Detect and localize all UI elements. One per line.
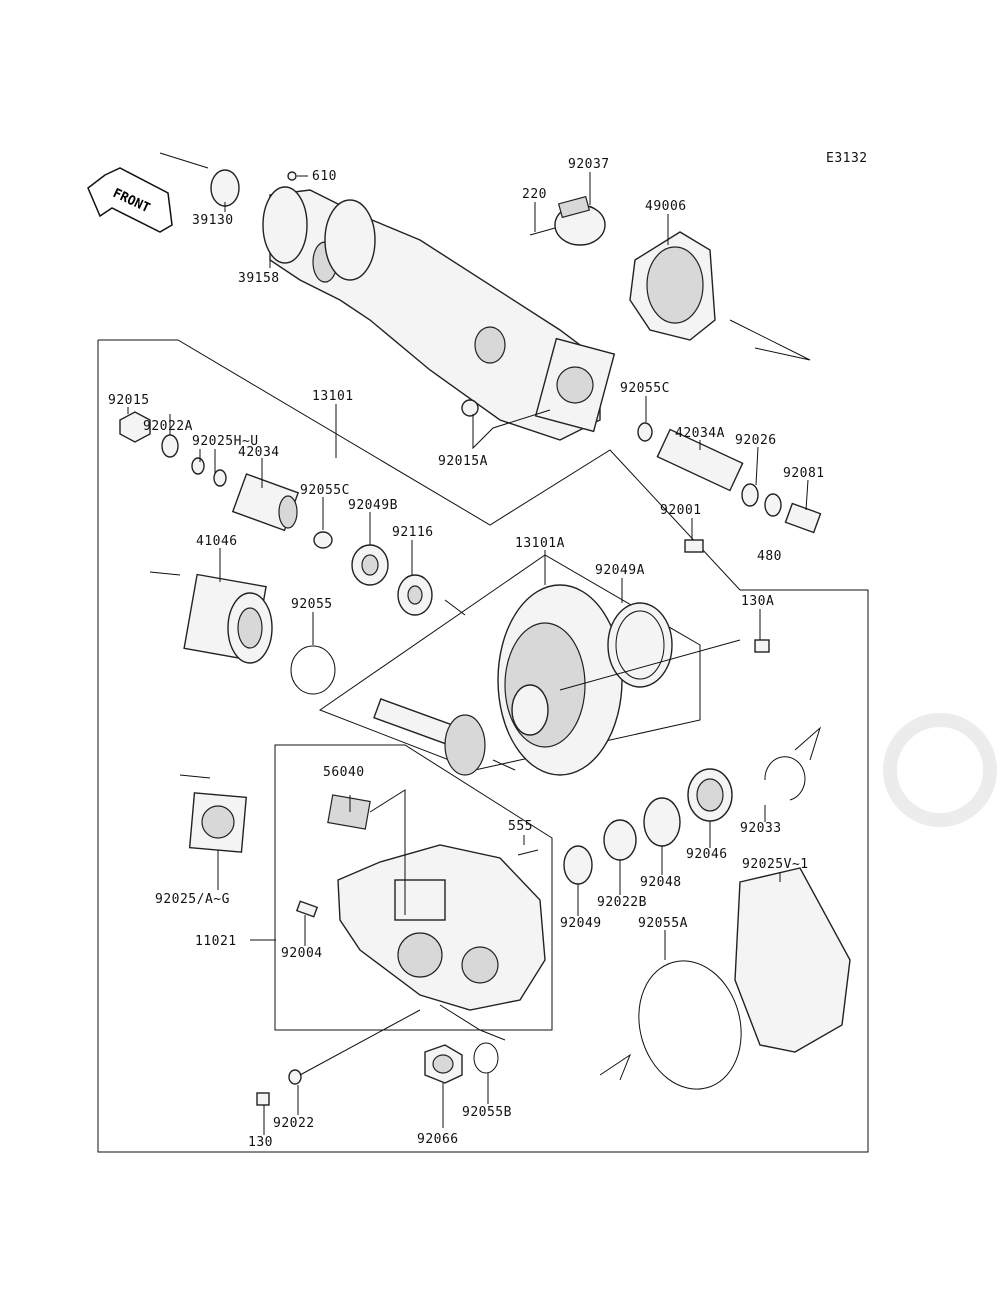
label-39130: 39130 xyxy=(192,213,234,228)
label-610: 610 xyxy=(312,169,337,184)
pinion-gear xyxy=(373,698,486,776)
plug-92066 xyxy=(424,1044,463,1084)
label-42034: 42034 xyxy=(238,445,280,460)
label-92022: 92022 xyxy=(273,1116,315,1131)
oring-92055B xyxy=(473,1042,499,1074)
washer-92026 xyxy=(741,483,759,507)
gear-case-11021 xyxy=(337,844,546,1011)
washer-92022 xyxy=(288,1069,302,1085)
part-labels: 610 39130 39158 92037 220 49006 92015 92… xyxy=(108,157,825,1150)
label-92026: 92026 xyxy=(735,433,777,448)
gasket-92025V~1 xyxy=(734,867,851,1053)
circlip-92033 xyxy=(764,756,806,801)
label-92004: 92004 xyxy=(281,946,323,961)
label-92116: 92116 xyxy=(392,525,434,540)
label-92049: 92049 xyxy=(560,916,602,931)
ring-gear-13101A xyxy=(497,584,623,776)
label-92055C-mid: 92055C xyxy=(300,483,350,498)
leader-lines xyxy=(127,152,822,1135)
label-56040: 56040 xyxy=(323,765,365,780)
label-13101: 13101 xyxy=(312,389,354,404)
bolt-220 xyxy=(529,227,556,236)
housing-41046 xyxy=(183,573,273,664)
label-13101A: 13101A xyxy=(515,536,565,551)
label-220: 220 xyxy=(522,187,547,202)
label-92081: 92081 xyxy=(783,466,825,481)
bolt-92001 xyxy=(684,539,704,553)
oring-92055C-mid xyxy=(313,531,333,549)
driveshaft-housing xyxy=(262,186,616,441)
label-92033: 92033 xyxy=(740,821,782,836)
washer-92022A xyxy=(161,434,179,458)
needle-bearing-92046 xyxy=(687,768,733,822)
gasket-92025/A~G xyxy=(188,792,248,853)
shim-92025HU-b xyxy=(213,469,227,487)
label-56040 xyxy=(327,794,371,830)
pin-555 xyxy=(517,849,539,856)
ring-480 xyxy=(764,493,782,517)
label-92015A: 92015A xyxy=(438,454,488,469)
label-92049A: 92049A xyxy=(595,563,645,578)
diagram-code: E3132 xyxy=(826,151,868,166)
watermark xyxy=(883,713,997,827)
oring-92055C-top xyxy=(637,422,653,442)
sleeve-92048 xyxy=(643,797,681,847)
bearing-92049B xyxy=(351,544,389,586)
pin-610 xyxy=(287,171,297,181)
label-92037: 92037 xyxy=(568,157,610,172)
label-92022A: 92022A xyxy=(143,419,193,434)
clamp-92037 xyxy=(554,195,606,246)
label-92022B: 92022B xyxy=(597,895,647,910)
shim-92025HU-a xyxy=(191,457,205,475)
label-92049B: 92049B xyxy=(348,498,398,513)
bolt-130A xyxy=(754,639,770,653)
label-92025AG: 92025/A~G xyxy=(155,892,230,907)
label-92001: 92001 xyxy=(660,503,702,518)
sleeve-42034A xyxy=(656,428,744,492)
label-92055C-top: 92055C xyxy=(620,381,670,396)
label-92025V1: 92025V~1 xyxy=(742,857,809,872)
label-92055B: 92055B xyxy=(462,1105,512,1120)
label-92055: 92055 xyxy=(291,597,333,612)
nut-92015A xyxy=(461,399,479,417)
label-42034A: 42034A xyxy=(675,426,725,441)
spring-92081 xyxy=(784,502,822,534)
bearing-92116 xyxy=(397,574,433,616)
seal-92049 xyxy=(563,845,593,885)
oring-92055 xyxy=(290,645,336,695)
label-555: 555 xyxy=(508,819,533,834)
oring-92055A xyxy=(638,960,742,1090)
label-92046: 92046 xyxy=(686,847,728,862)
seal-39130 xyxy=(210,169,240,207)
label-92015: 92015 xyxy=(108,393,150,408)
label-39158: 39158 xyxy=(238,271,280,286)
front-arrow-icon: FRONT xyxy=(87,167,173,233)
label-480: 480 xyxy=(757,549,782,564)
gear-42034 xyxy=(231,473,300,532)
label-41046: 41046 xyxy=(196,534,238,549)
stud-92004 xyxy=(295,900,319,918)
seal-92049A xyxy=(607,602,673,688)
label-92066: 92066 xyxy=(417,1132,459,1147)
shim-92022B xyxy=(603,819,637,861)
label-130A: 130A xyxy=(741,594,774,609)
label-92025HU: 92025H~U xyxy=(192,434,259,449)
label-130: 130 xyxy=(248,1135,273,1150)
label-49006: 49006 xyxy=(645,199,687,214)
bolt-130 xyxy=(256,1092,270,1106)
label-92048: 92048 xyxy=(640,875,682,890)
label-92055A: 92055A xyxy=(638,916,688,931)
boot-49006 xyxy=(629,231,716,341)
label-11021: 11021 xyxy=(195,934,237,949)
nut-92015 xyxy=(119,411,151,443)
